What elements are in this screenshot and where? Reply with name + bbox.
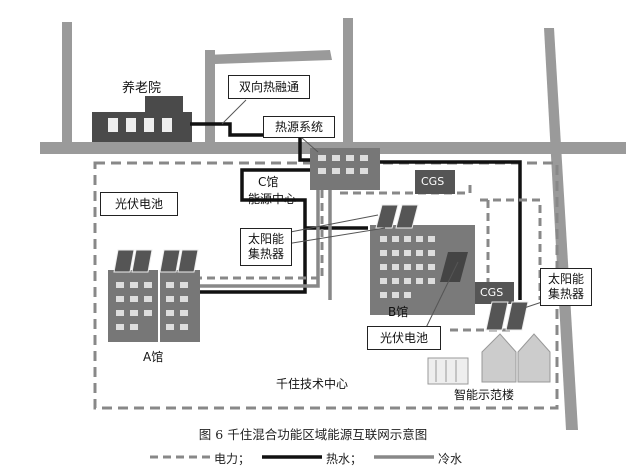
solar-collector-right-label: 太阳能 集热器 xyxy=(540,268,592,306)
smart-demo-building-label: 智能示范楼 xyxy=(454,388,515,402)
solar-collector-right-line2: 集热器 xyxy=(547,287,584,301)
cgs-top-box xyxy=(415,170,455,194)
nursing-home-building xyxy=(92,96,192,142)
smart-demo-houses xyxy=(427,333,551,385)
road-diagonal-center xyxy=(205,50,332,64)
bidirectional-heat-label: 双向热融通 xyxy=(228,75,310,99)
solar-collector-b-roof xyxy=(375,204,419,229)
legend-cold-water-label: 冷水 xyxy=(438,452,463,466)
solar-collector-left-line1: 太阳能 xyxy=(247,232,284,246)
figure-caption: 图 6 千住混合功能区域能源互联网示意图 xyxy=(198,427,428,442)
legend-hot-water-label: 热水； xyxy=(326,452,363,466)
c-hall-label: C馆 xyxy=(258,175,279,189)
road-right-diagonal xyxy=(544,28,578,430)
pv-panels-a-roof xyxy=(113,249,199,273)
road-center-vertical xyxy=(205,50,215,150)
nursing-home-label: 养老院 xyxy=(122,81,162,96)
solar-collector-right-line1: 太阳能 xyxy=(547,272,584,286)
cgs-b-box xyxy=(474,282,514,304)
solar-collector-left-label: 太阳能 集热器 xyxy=(240,228,292,266)
hot-water-pipes xyxy=(190,122,522,300)
b-hall-building xyxy=(370,225,475,315)
heat-source-system-label: 热源系统 xyxy=(263,116,335,138)
energy-center-label: 能源中心 xyxy=(248,192,297,206)
a-hall-label: A馆 xyxy=(143,350,164,364)
photovoltaic-cell-top-label: 光伏电池 xyxy=(100,192,178,216)
solar-collector-left-line2: 集热器 xyxy=(247,247,284,261)
legend-swatches xyxy=(150,455,434,459)
cgs-top-label: CGS xyxy=(421,175,445,188)
a-hall-buildings xyxy=(108,249,200,342)
heat-source-building xyxy=(310,148,380,190)
tech-center-label: 千住技术中心 xyxy=(276,377,349,391)
b-hall-label: B馆 xyxy=(388,305,409,319)
electricity-lines xyxy=(198,180,542,332)
road-left-vertical xyxy=(62,22,72,152)
legend-electricity-label: 电力； xyxy=(214,452,251,466)
cold-water-pipes xyxy=(198,190,332,300)
photovoltaic-cell-b-label: 光伏电池 xyxy=(367,326,441,350)
cgs-b-label: CGS xyxy=(480,286,504,299)
legend: 电力； 热水； 冷水 xyxy=(0,447,626,467)
road-upper-right-vertical xyxy=(343,18,353,146)
solar-collector-right xyxy=(485,301,529,331)
